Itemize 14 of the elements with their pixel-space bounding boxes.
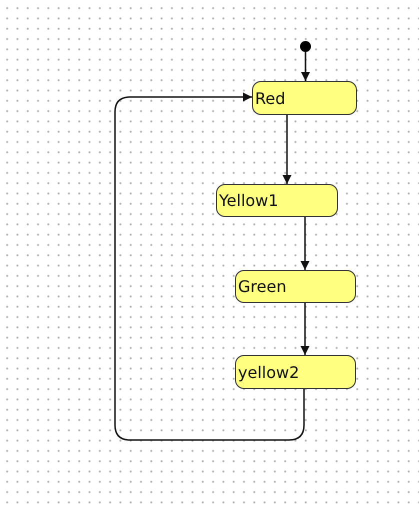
state-name: yellow2 (238, 362, 300, 382)
arrow (300, 217, 310, 270)
state-name: Yellow1 (219, 191, 278, 210)
state-box (216, 184, 338, 217)
arrow (300, 303, 310, 355)
arrow (282, 115, 292, 184)
state-box (235, 355, 356, 389)
state-name: Red (255, 88, 286, 108)
initial-state-dot (300, 41, 311, 52)
state-box (252, 81, 357, 115)
state-name: Green (238, 277, 286, 296)
arrow (301, 52, 310, 81)
state-box (235, 270, 356, 303)
arrow (114, 92, 305, 441)
